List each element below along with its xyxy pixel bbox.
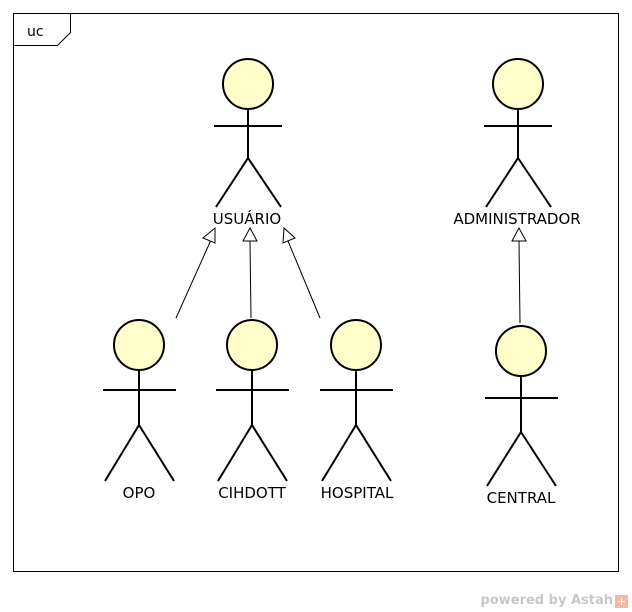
actor-label-hospital: HOSPITAL (321, 484, 394, 502)
generalization-opo-usuario[interactable] (175, 226, 216, 319)
footer-watermark: powered by Astah (481, 593, 628, 608)
generalization-cihdott-usuario[interactable] (242, 226, 258, 319)
actor-head-icon (222, 58, 274, 110)
actor-opo[interactable]: OPO (103, 319, 176, 502)
actor-label-cihdott: CIHDOTT (218, 484, 286, 502)
footer-text: powered by Astah (480, 593, 613, 608)
actor-cihdott[interactable]: CIHDOTT (216, 319, 289, 502)
actor-administrador[interactable]: ADMINISTRADOR (453, 58, 581, 228)
frame-tag-label: uc (27, 24, 44, 40)
actor-label-central: CENTRAL (487, 489, 556, 507)
actor-hospital[interactable]: HOSPITAL (320, 319, 394, 502)
actor-label-opo: OPO (123, 484, 156, 502)
actor-head-icon (495, 325, 547, 377)
generalization-central-administrador[interactable] (511, 226, 527, 324)
actor-head-icon (492, 58, 544, 110)
astah-logo-icon (615, 595, 628, 608)
actor-head-icon (113, 319, 165, 371)
actor-usuario[interactable]: USUÁRIO (213, 58, 282, 228)
generalization-hospital-usuario[interactable] (282, 226, 321, 319)
actor-central[interactable]: CENTRAL (485, 325, 558, 507)
actor-label-usuario: USUÁRIO (213, 209, 281, 228)
frame-tag-box (13, 13, 71, 46)
actor-head-icon (330, 319, 382, 371)
actor-head-icon (226, 319, 278, 371)
actor-label-administrador: ADMINISTRADOR (453, 210, 580, 228)
